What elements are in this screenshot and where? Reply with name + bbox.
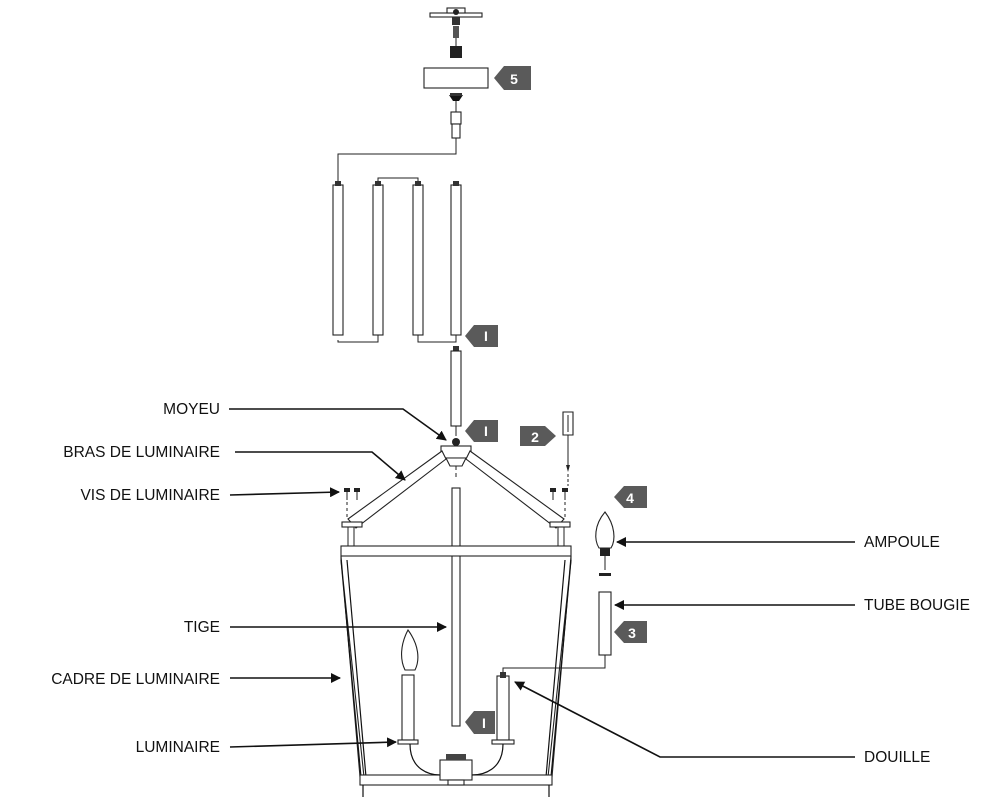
extension-rods (332, 181, 462, 336)
step-1-badge-bottom: I (465, 711, 495, 734)
hub (440, 438, 472, 467)
label-cadre-de-luminaire: CADRE DE LUMINAIRE (51, 671, 220, 688)
screwdriver-icon (562, 411, 574, 486)
step-1-badge-hub: I (465, 420, 498, 442)
step-2-label: 2 (531, 429, 539, 445)
canopy (423, 67, 489, 152)
label-tige: TIGE (184, 619, 220, 636)
step-1-badge-upper: I (465, 325, 498, 347)
bulb (595, 511, 615, 576)
ceiling-mount (429, 7, 483, 58)
step-1-hub-label: I (484, 423, 488, 439)
stem-rod (451, 466, 461, 727)
label-luminaire: LUMINAIRE (136, 739, 220, 756)
luminaire-screws (344, 488, 568, 520)
step-2-badge: 2 (520, 426, 556, 446)
step-3-badge: 3 (614, 621, 647, 643)
wire-loops (337, 152, 457, 343)
step-3-label: 3 (628, 625, 636, 641)
step-1-bottom-label: I (482, 715, 486, 731)
middle-rod (450, 346, 462, 436)
label-bras-de-luminaire: BRAS DE LUMINAIRE (63, 444, 220, 461)
step-5-badge: 5 (494, 66, 531, 90)
label-douille: DOUILLE (864, 749, 930, 766)
step-1-upper-label: I (484, 328, 488, 344)
step-4-label: 4 (626, 490, 634, 506)
label-moyeu: MOYEU (163, 401, 220, 418)
candle-tube (502, 591, 612, 672)
label-tube-bougie: TUBE BOUGIE (864, 597, 970, 614)
luminaire-arms (341, 450, 571, 546)
candle-luminaire (397, 628, 515, 786)
step-4-badge: 4 (614, 486, 647, 508)
label-vis-de-luminaire: VIS DE LUMINAIRE (80, 487, 220, 504)
step-5-label: 5 (510, 71, 518, 87)
label-ampoule: AMPOULE (864, 534, 940, 551)
callout-arrows (229, 408, 855, 758)
